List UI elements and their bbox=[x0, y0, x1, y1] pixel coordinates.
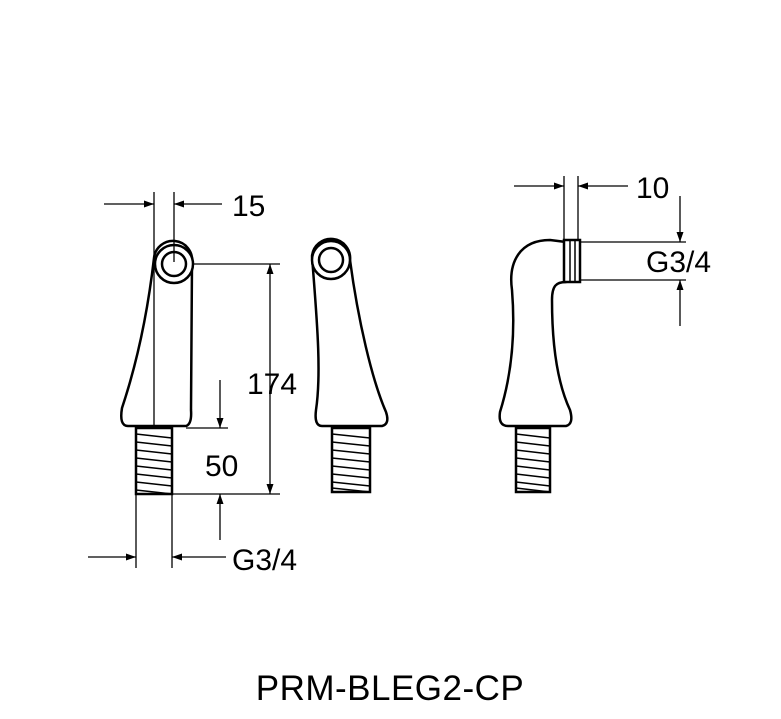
plain-mount-ring-inner bbox=[317, 246, 345, 274]
front-thread-lines bbox=[135, 433, 173, 495]
dim-side-width-label: 10 bbox=[636, 172, 669, 205]
dim-height-label: 174 bbox=[247, 368, 297, 401]
dim-thread-length: 50 bbox=[186, 380, 238, 540]
dim-height: 174 bbox=[172, 263, 297, 495]
plain-leg-body bbox=[310, 237, 389, 428]
side-view: 10 G3/4 bbox=[498, 172, 711, 494]
dim-bottom-thread-label: G3/4 bbox=[232, 544, 297, 577]
dim-side-thread: G3/4 bbox=[580, 196, 711, 326]
dim-top-width: 15 bbox=[104, 190, 265, 262]
dim-bottom-thread: G3/4 bbox=[88, 494, 297, 577]
model-code: PRM-BLEG2-CP bbox=[256, 669, 525, 708]
front-view: 15 174 50 G3/4 bbox=[88, 190, 297, 577]
side-thread-lines bbox=[515, 433, 551, 493]
dim-side-thread-label: G3/4 bbox=[646, 246, 711, 279]
dim-side-width: 10 bbox=[514, 172, 669, 240]
side-leg-body bbox=[498, 238, 573, 428]
side-connector-collar bbox=[562, 238, 582, 284]
dim-thread-length-label: 50 bbox=[205, 450, 238, 483]
plain-thread-lines bbox=[331, 433, 371, 493]
dim-top-width-label: 15 bbox=[232, 190, 265, 223]
front-view-plain bbox=[310, 237, 389, 494]
